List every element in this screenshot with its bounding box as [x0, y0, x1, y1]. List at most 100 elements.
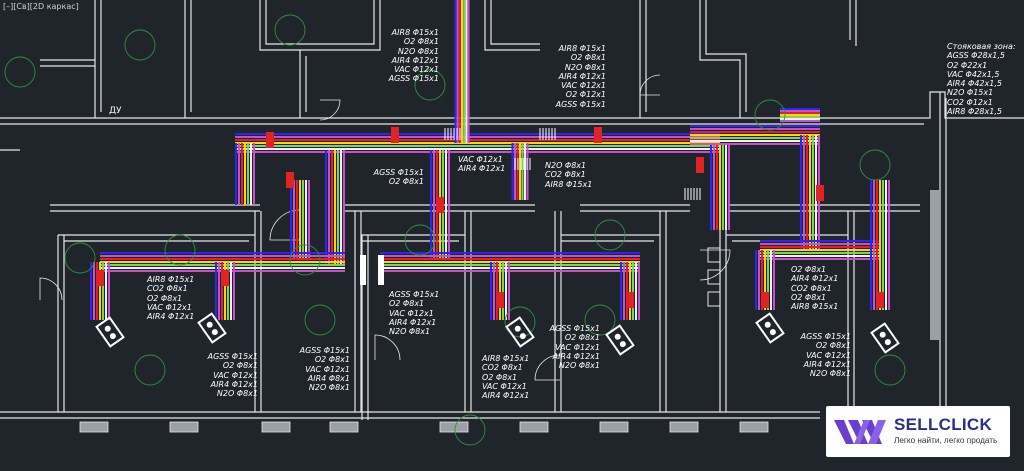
label-line: AGSS Φ15x1 [373, 168, 424, 177]
label-line: CO2 Φ8x1 [545, 170, 586, 180]
outlet-body [197, 312, 227, 344]
valve-icon [391, 127, 399, 143]
door [699, 249, 731, 281]
riser-zone-title: Стояковая зона: [947, 42, 1016, 51]
label-line: N2O Φ8x1 [545, 161, 587, 170]
valve-icon [761, 292, 769, 308]
label-line: AGSS Φ15x1 [388, 74, 439, 84]
wall [259, 0, 381, 51]
outlet-body [505, 316, 535, 348]
valve-icon [436, 197, 444, 213]
label-line: AGSS Φ28x1,5 [947, 51, 1006, 61]
detector-icon [754, 99, 786, 131]
door [319, 99, 341, 121]
label-line: VAC Φ12x1 [806, 350, 851, 360]
detector-icon [304, 304, 336, 336]
room-tag: ДУ [108, 106, 123, 116]
label-line: O2 Φ8x1 [815, 341, 851, 351]
wall [484, 0, 540, 51]
label-line: O2 Φ22x1 [947, 60, 988, 70]
label-line: N2O Φ8x1 [216, 389, 258, 399]
label-line: O2 Φ12x1 [565, 90, 606, 100]
detector-icon [404, 224, 436, 256]
valve-icon [876, 292, 884, 308]
label-line: AGSS Φ15x1 [800, 332, 851, 341]
watermark-title: SELLCLICK [894, 415, 993, 434]
outlet-port [514, 325, 521, 332]
detector-icon [274, 14, 306, 46]
label-line: O2 Φ8x1 [403, 37, 439, 47]
valve-icon [696, 157, 704, 173]
label-line: AIR8 Φ15x1 [482, 354, 530, 363]
wall-block [261, 421, 291, 433]
detector-icon [134, 354, 166, 386]
valve-icon [286, 172, 294, 188]
wall [0, 91, 1024, 119]
label-line: VAC Φ12x1 [458, 155, 503, 164]
gas-outlet-icon [870, 322, 900, 354]
label-line: O2 Φ8x1 [564, 333, 600, 343]
label-line: VAC Φ12x1 [482, 381, 527, 391]
label-line: CO2 Φ8x1 [147, 284, 188, 294]
outlet-body [95, 316, 125, 348]
label-line: AGSS Φ15x1 [389, 290, 440, 299]
wall-block [930, 190, 940, 340]
door [374, 334, 401, 361]
gas-outlet-icon [95, 316, 125, 348]
outlet-port [764, 321, 771, 328]
outlet-port [211, 329, 218, 336]
detector-icon [64, 242, 96, 274]
label-line: AIR4 Φ12x1 [791, 274, 839, 284]
door [639, 74, 661, 96]
label-line: AIR4 Φ12x1 [482, 391, 530, 401]
wall [265, 0, 375, 45]
label-line: O2 Φ8x1 [570, 53, 606, 63]
details-layer [4, 14, 906, 446]
manifold [378, 255, 384, 285]
valve-icon [626, 292, 634, 308]
label-line: N2O Φ8x1 [397, 46, 439, 56]
wall-block [669, 421, 699, 433]
walls-layer [0, 0, 1024, 433]
label-line: AIR4 Φ12x1 [803, 359, 851, 369]
label-line: AIR4 Φ12x1 [558, 71, 606, 81]
label-line: AIR8 Φ15x1 [545, 179, 593, 189]
label-line: O2 Φ8x1 [791, 265, 827, 274]
label-line: O2 Φ8x1 [791, 292, 827, 302]
label-line: AGSS Φ15x1 [299, 346, 350, 355]
wall [490, 0, 540, 45]
wall-block [79, 421, 109, 433]
label-line: VAC Φ12x1 [555, 342, 600, 352]
wall-block [169, 421, 199, 433]
label-line: AIR4 Φ8x1 [307, 373, 350, 383]
outlet-body [755, 312, 785, 344]
label-line: N2O Φ8x1 [564, 62, 606, 72]
outlet-port [619, 341, 626, 348]
detector-icon [454, 414, 486, 446]
label-line: VAC Φ12x1 [213, 370, 258, 380]
door [269, 209, 301, 241]
label-line: AIR4 Φ12x1 [458, 164, 506, 174]
label-line: VAC Φ42x1,5 [947, 69, 1000, 79]
label-line: O2 Φ8x1 [222, 361, 258, 371]
viewport-controls-label[interactable]: [–][Св][2D каркас] [3, 2, 79, 11]
column [707, 247, 721, 263]
outlet-port [104, 325, 111, 332]
label-line: AIR8 Φ15x1 [791, 302, 839, 312]
detector-icon [504, 306, 536, 338]
wall-block [599, 421, 629, 433]
label-line: O2 Φ8x1 [388, 177, 424, 187]
wall-block [329, 421, 359, 433]
